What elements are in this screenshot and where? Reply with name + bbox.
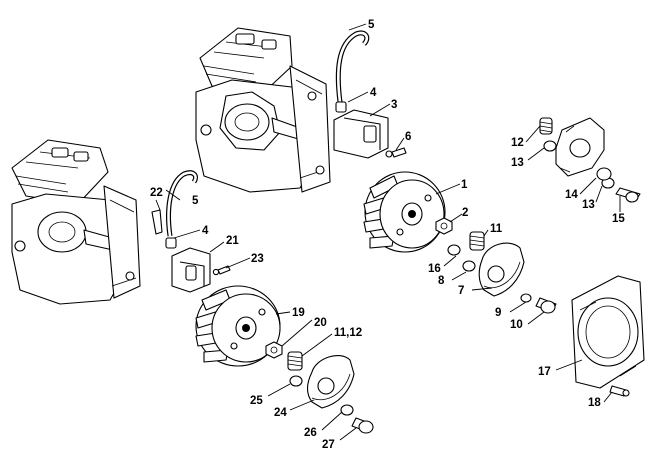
clutch-14-assembly — [555, 117, 605, 177]
callout-11-12: 11,12 — [334, 327, 362, 339]
callout-labels: 1 2 3 4 4 5 5 6 7 8 9 10 11 11,12 12 13 … — [150, 19, 625, 451]
fuel-hose-upper — [335, 30, 370, 103]
nut-20 — [265, 341, 283, 359]
callout-14: 14 — [565, 189, 578, 201]
screw-6 — [385, 147, 407, 158]
fan-housing-17 — [571, 275, 645, 389]
callout-5-lower: 5 — [192, 195, 199, 207]
washer-16 — [447, 244, 461, 256]
callout-19: 19 — [292, 307, 305, 319]
callout-18: 18 — [588, 397, 601, 409]
leader-lines — [155, 23, 621, 441]
washer-8 — [462, 260, 476, 272]
callout-21: 21 — [226, 235, 239, 247]
callout-13-upper: 13 — [511, 157, 524, 169]
callout-24: 24 — [274, 407, 287, 419]
callout-2: 2 — [462, 207, 468, 219]
callout-8: 8 — [438, 275, 445, 287]
engine-upper — [195, 27, 331, 193]
callout-26: 26 — [304, 427, 317, 439]
callout-3: 3 — [391, 99, 397, 111]
callout-11: 11 — [490, 223, 503, 235]
callout-5-upper: 5 — [368, 19, 375, 31]
nut-2 — [435, 217, 453, 235]
callout-12: 12 — [511, 137, 524, 149]
callout-25: 25 — [250, 395, 263, 407]
callout-10: 10 — [510, 319, 523, 331]
bolt-15 — [615, 187, 641, 203]
spring-12 — [539, 117, 553, 135]
fuel-hose-lower — [166, 170, 198, 237]
bolt-27 — [351, 417, 374, 434]
washer-25 — [289, 375, 303, 387]
spring-11 — [469, 231, 485, 251]
callout-15: 15 — [612, 213, 625, 225]
washer-13a — [543, 140, 557, 152]
callout-16: 16 — [428, 263, 441, 275]
callout-17: 17 — [538, 366, 551, 378]
flywheel-lower — [195, 285, 281, 367]
washer-9 — [520, 293, 532, 303]
sleeve-14 — [596, 167, 612, 181]
callout-22: 22 — [150, 187, 163, 199]
callout-4-upper: 4 — [370, 87, 377, 99]
grommet-lower — [165, 237, 177, 249]
bolt-10 — [535, 297, 557, 314]
clutch-7 — [478, 242, 525, 297]
callout-13-lower: 13 — [582, 199, 595, 211]
callout-4-lower: 4 — [202, 225, 209, 237]
ignition-module-upper — [333, 109, 389, 159]
screw-18 — [609, 385, 630, 397]
clip-22 — [151, 209, 163, 235]
callout-27: 27 — [322, 439, 335, 451]
callout-1: 1 — [461, 179, 468, 191]
clutch-24 — [306, 355, 355, 409]
spring-11-12 — [287, 351, 303, 371]
engine-lower — [11, 139, 141, 305]
washer-26 — [340, 404, 354, 416]
callout-9: 9 — [495, 307, 501, 319]
callout-20: 20 — [314, 317, 327, 329]
callout-7: 7 — [458, 285, 464, 297]
grommet-upper — [335, 101, 347, 113]
flywheel-upper — [363, 171, 446, 253]
callout-23: 23 — [251, 253, 264, 265]
callout-6: 6 — [405, 131, 411, 143]
ignition-module-lower — [171, 247, 211, 293]
